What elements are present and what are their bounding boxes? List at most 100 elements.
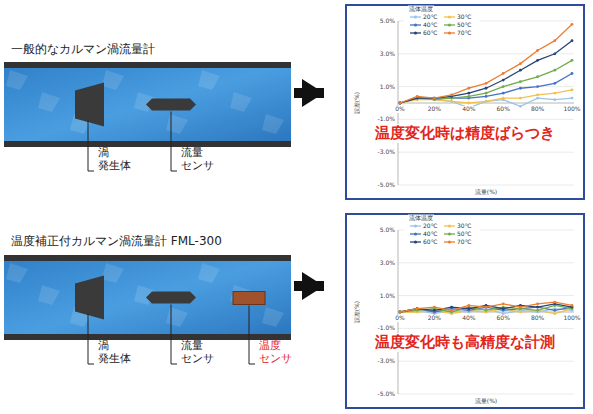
- part-label: 渦 発生体: [98, 340, 133, 365]
- legend-swatch: [410, 14, 421, 20]
- data-point: [536, 75, 539, 78]
- legend-entry: 60℃: [410, 239, 437, 245]
- error-chart: [398, 7, 574, 185]
- legend-entry: 20℃: [410, 223, 437, 229]
- legend-swatch: [410, 30, 421, 36]
- tick-label: 60%: [496, 106, 511, 113]
- tick-label: -1.0%: [377, 116, 396, 123]
- data-line: [400, 90, 572, 103]
- axis-title: 誤差(%): [354, 300, 361, 324]
- data-point: [571, 39, 574, 42]
- tick-label: 60%: [496, 315, 511, 322]
- gridline: [398, 361, 574, 362]
- legend-entry: 30℃: [444, 223, 471, 229]
- tick-label: 0%: [394, 315, 406, 322]
- fluid-texture: [102, 70, 124, 90]
- tick-label: 80%: [530, 106, 545, 113]
- legend-swatch: [410, 239, 421, 245]
- tick-label: 100%: [562, 106, 581, 113]
- tick-label: 5.0%: [379, 18, 396, 25]
- data-point: [450, 100, 453, 103]
- leader-line: [88, 121, 94, 172]
- legend-text: 70℃: [457, 30, 471, 36]
- fluid-texture: [230, 92, 252, 112]
- tick-label: -3.0%: [377, 358, 396, 365]
- data-point: [433, 309, 436, 312]
- data-line: [400, 302, 572, 312]
- tick-label: 40%: [461, 315, 476, 322]
- data-point: [571, 88, 574, 91]
- data-point: [571, 59, 574, 62]
- data-point: [399, 102, 402, 105]
- data-point: [485, 309, 488, 312]
- legend-text: 30℃: [457, 223, 471, 229]
- legend-entry: 30℃: [444, 14, 471, 20]
- axis-title: 誤差(%): [354, 91, 361, 115]
- tick-label: 0%: [394, 106, 406, 113]
- axis-title: 流量(%): [474, 398, 498, 405]
- tick-label: -5.0%: [377, 391, 396, 398]
- legend-entry: 50℃: [444, 231, 471, 237]
- tick-label: 80%: [530, 315, 545, 322]
- data-point: [485, 100, 488, 103]
- data-point: [519, 62, 522, 65]
- chart-caption: 温度変化時も高精度な計測: [373, 333, 557, 352]
- data-point: [502, 307, 505, 310]
- flow-arrow: [294, 88, 324, 98]
- fluid-texture: [262, 114, 284, 134]
- legend-entry: 50℃: [444, 22, 471, 28]
- data-point: [519, 105, 522, 108]
- temperature-sensor: [233, 292, 265, 305]
- gridline: [398, 394, 574, 395]
- legend-swatch: [444, 223, 455, 229]
- data-point: [450, 100, 453, 103]
- tick-label: 3.0%: [379, 50, 396, 57]
- part-label: 温度 センサ: [259, 340, 294, 365]
- data-point: [502, 72, 505, 75]
- flow-sensor: [146, 292, 196, 304]
- legend-entry: 60℃: [410, 30, 437, 36]
- data-point: [553, 309, 556, 312]
- fluid-texture: [262, 307, 284, 327]
- data-point: [467, 87, 470, 90]
- data-point: [467, 95, 470, 98]
- data-line: [400, 305, 572, 312]
- data-point: [536, 49, 539, 52]
- legend-swatch: [444, 231, 455, 237]
- heading: 温度補正付カルマン渦流量計 FML-300: [5, 231, 228, 252]
- data-point: [433, 97, 436, 100]
- data-point: [571, 97, 574, 100]
- legend-swatch: [410, 231, 421, 237]
- gridline: [398, 185, 574, 186]
- fluid-texture: [38, 285, 60, 305]
- fluid: [4, 255, 291, 340]
- tick-label: -5.0%: [377, 182, 396, 189]
- data-point: [502, 307, 505, 310]
- data-line: [400, 60, 572, 103]
- data-point: [416, 307, 419, 310]
- fluid-texture: [198, 70, 220, 90]
- part-label: 渦 発生体: [98, 147, 133, 172]
- data-point: [433, 309, 436, 312]
- legend-text: 20℃: [423, 223, 437, 229]
- error-chart: [398, 216, 574, 394]
- data-point: [553, 82, 556, 85]
- data-point: [450, 309, 453, 312]
- data-point: [399, 311, 402, 314]
- data-point: [485, 306, 488, 309]
- legend-text: 40℃: [423, 22, 437, 28]
- data-point: [536, 306, 539, 309]
- data-point: [536, 309, 539, 312]
- data-point: [485, 95, 488, 98]
- data-point: [502, 85, 505, 88]
- data-point: [485, 92, 488, 95]
- data-point: [502, 92, 505, 95]
- data-point: [467, 92, 470, 95]
- pipe-wall: [4, 334, 291, 340]
- tick-label: -1.0%: [377, 325, 396, 332]
- data-point: [502, 302, 505, 305]
- data-point: [571, 72, 574, 75]
- legend-text: 50℃: [457, 22, 471, 28]
- data-point: [399, 102, 402, 105]
- data-point: [399, 311, 402, 314]
